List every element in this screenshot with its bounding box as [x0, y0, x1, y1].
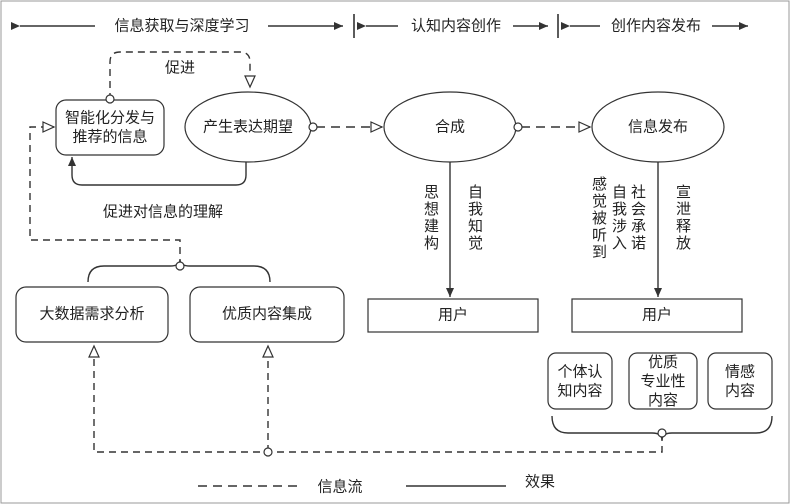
feedback-dashed-arrow [29, 121, 181, 266]
personal-content-box [547, 352, 613, 410]
info-release-label: 信息发布 [627, 117, 689, 136]
big-data-label: 大数据需求分析 [39, 304, 145, 323]
phase-2-label: 认知内容创作 [410, 16, 502, 35]
user-box-2 [571, 298, 743, 333]
promote-understanding-label: 促进对信息的理解 [102, 202, 224, 221]
junction-bottom-brace [657, 428, 667, 438]
user-box-1 [367, 298, 539, 333]
self-involvement-label: 自我涉入 [610, 184, 628, 252]
junction-bottom-split [263, 447, 273, 457]
professional-content-label: 优质 专业性 内容 [640, 352, 686, 409]
header-arrows [11, 14, 748, 38]
phase-3-label: 创作内容发布 [610, 16, 702, 35]
self-perception-label: 自我知觉 [466, 184, 484, 252]
smart-distribution-label: 智能化分发与 推荐的信息 [64, 108, 156, 145]
flow-to-big-data-arrow [88, 344, 663, 453]
legend-effect-label: 效果 [524, 472, 556, 491]
expression-desire-label: 产生表达期望 [202, 117, 294, 136]
quality-content-label: 优质内容集成 [221, 304, 313, 323]
junction-synthesis-out [513, 122, 523, 132]
venting-label: 宣泄释放 [674, 184, 692, 252]
promote-label: 促进 [164, 58, 196, 77]
junction-promote-start [105, 94, 115, 104]
phase-1-label: 信息获取与深度学习 [114, 16, 250, 35]
junction-top-brace [175, 261, 185, 271]
junction-circles [105, 94, 667, 457]
connectors [29, 51, 773, 453]
legend-info-flow-label: 信息流 [317, 477, 363, 496]
emotional-content-box [707, 352, 773, 410]
feel-heard-label: 感觉被听到 [590, 176, 608, 261]
synthesis-label: 合成 [434, 117, 466, 136]
social-commitment-label: 社会承诺 [629, 184, 647, 252]
quality-content-box [189, 286, 345, 343]
promote-arrow [109, 51, 256, 100]
personal-content-label: 个体认 知内容 [557, 362, 603, 399]
big-data-box [15, 286, 169, 343]
thought-construction-label: 思想建构 [422, 184, 440, 252]
understanding-arrow [68, 157, 247, 186]
professional-content-box [628, 352, 698, 410]
user-label-2: 用户 [641, 305, 673, 324]
emotional-content-label: 情感 内容 [724, 362, 756, 399]
user-label-1: 用户 [437, 305, 469, 324]
junction-expression-out [308, 122, 318, 132]
